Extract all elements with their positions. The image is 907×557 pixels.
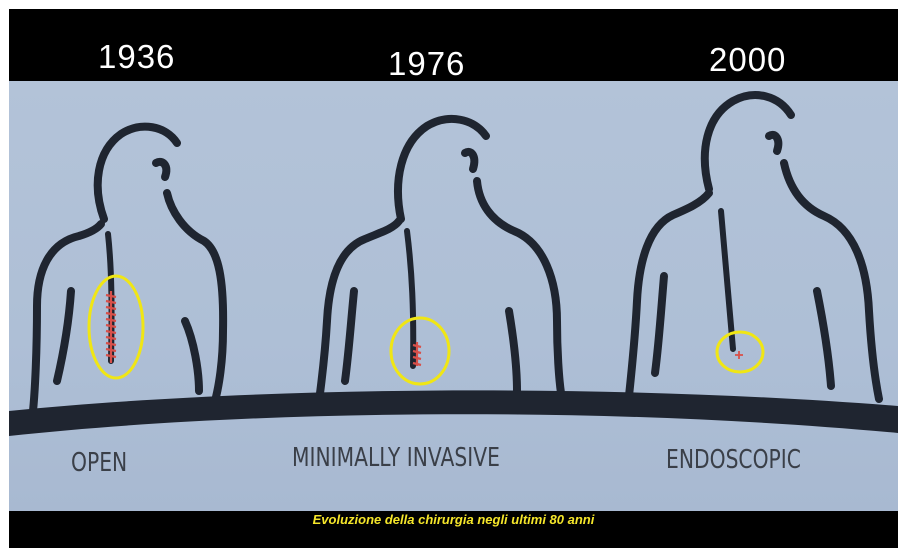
highlight-circle-endoscopic (717, 332, 763, 372)
year-1936: 1936 (98, 40, 175, 73)
highlight-circle-minimally-invasive (391, 318, 449, 384)
label-minimally-invasive: MINIMALLY INVASIVE (292, 445, 500, 471)
figure-minimally-invasive-spine (407, 231, 413, 366)
illustration-area: OPEN MINIMALLY INVASIVE ENDOSCOPIC (9, 81, 898, 511)
caption: Evoluzione della chirurgia negli ultimi … (9, 513, 898, 526)
year-2000: 2000 (709, 43, 786, 76)
figure-endoscopic-silhouette (629, 95, 879, 399)
incision-endoscopic (735, 351, 743, 359)
figure-open-silhouette (33, 127, 223, 411)
year-1976: 1976 (388, 47, 465, 80)
label-endoscopic: ENDOSCOPIC (666, 447, 801, 473)
ground-curve (9, 390, 898, 436)
slide: 1936 1976 2000 (9, 9, 898, 548)
figure-minimally-invasive-silhouette (319, 119, 561, 401)
incision-open (106, 291, 116, 363)
label-open: OPEN (71, 450, 127, 476)
figure-endoscopic-spine (721, 211, 733, 349)
